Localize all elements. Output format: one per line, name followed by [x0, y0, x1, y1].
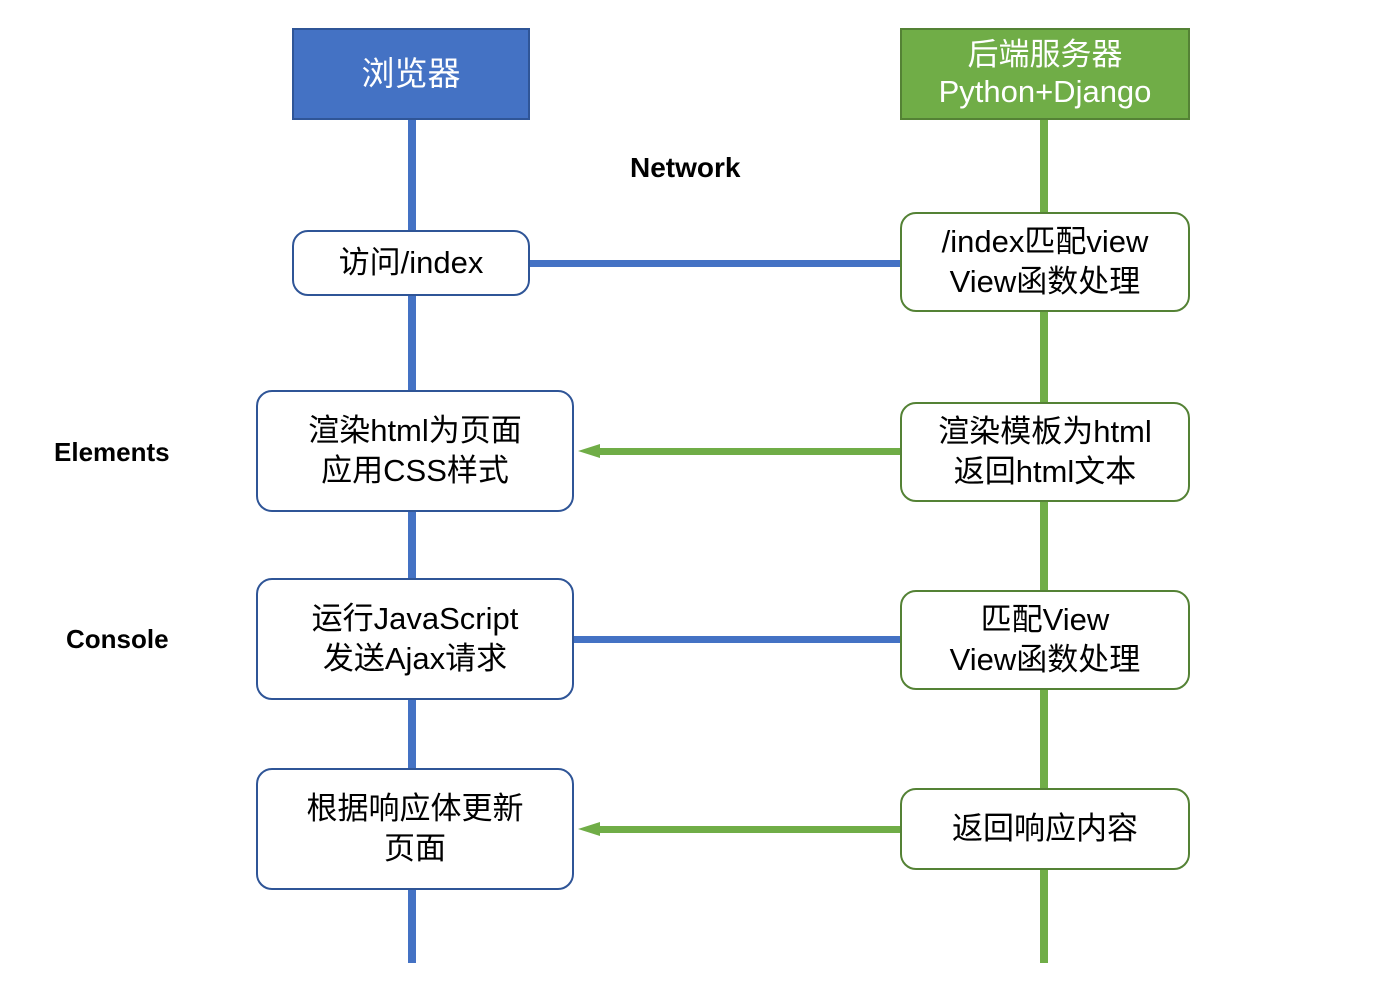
browser-step-2-box[interactable]: 渲染html为页面 应用CSS样式 [256, 390, 574, 512]
arrow-step-2-response [578, 444, 1044, 458]
browser-step-1-line1: 访问/index [338, 245, 484, 281]
server-header-line1: 后端服务器 [967, 37, 1123, 73]
arrow-shaft [600, 448, 1044, 455]
server-step-2-box[interactable]: 渲染模板为html 返回html文本 [900, 402, 1190, 502]
browser-header-box: 浏览器 [292, 28, 530, 120]
server-step-1-line1: /index匹配view [941, 224, 1149, 260]
network-label: Network [630, 152, 741, 183]
browser-step-1-box[interactable]: 访问/index [292, 230, 530, 296]
browser-step-4-line1: 根据响应体更新 [306, 791, 524, 827]
arrow-step-4-response [578, 822, 1044, 836]
browser-step-3-line2: 发送Ajax请求 [322, 641, 508, 676]
browser-step-2-line2: 应用CSS样式 [321, 453, 509, 488]
server-step-2-line2: 返回html文本 [953, 454, 1137, 489]
server-step-3-line1: 匹配View [980, 602, 1110, 638]
browser-step-4-box[interactable]: 根据响应体更新 页面 [256, 768, 574, 890]
server-step-2-line1: 渲染模板为html [938, 414, 1152, 450]
browser-step-2-line1: 渲染html为页面 [308, 413, 522, 449]
server-header-box: 后端服务器 Python+Django [900, 28, 1190, 120]
arrow-shaft [600, 826, 1044, 833]
server-lifeline [1040, 118, 1048, 963]
browser-step-3-line1: 运行JavaScript [311, 601, 519, 637]
browser-header-line1: 浏览器 [361, 54, 461, 92]
browser-step-3-box[interactable]: 运行JavaScript 发送Ajax请求 [256, 578, 574, 700]
browser-lifeline [408, 118, 416, 963]
server-header-line2: Python+Django [938, 74, 1152, 109]
arrow-head [578, 444, 600, 458]
elements-label: Elements [54, 437, 170, 467]
server-step-4-line1: 返回响应内容 [952, 811, 1138, 847]
browser-step-4-line2: 页面 [384, 831, 446, 866]
arrow-head [578, 822, 600, 836]
console-label: Console [66, 624, 169, 654]
server-step-3-box[interactable]: 匹配View View函数处理 [900, 590, 1190, 690]
server-step-1-line2: View函数处理 [949, 264, 1141, 299]
server-step-3-line2: View函数处理 [949, 642, 1141, 677]
arrow-shaft [574, 636, 1020, 643]
arrow-shaft [530, 260, 1020, 267]
server-step-1-box[interactable]: /index匹配view View函数处理 [900, 212, 1190, 312]
server-step-4-box[interactable]: 返回响应内容 [900, 788, 1190, 870]
